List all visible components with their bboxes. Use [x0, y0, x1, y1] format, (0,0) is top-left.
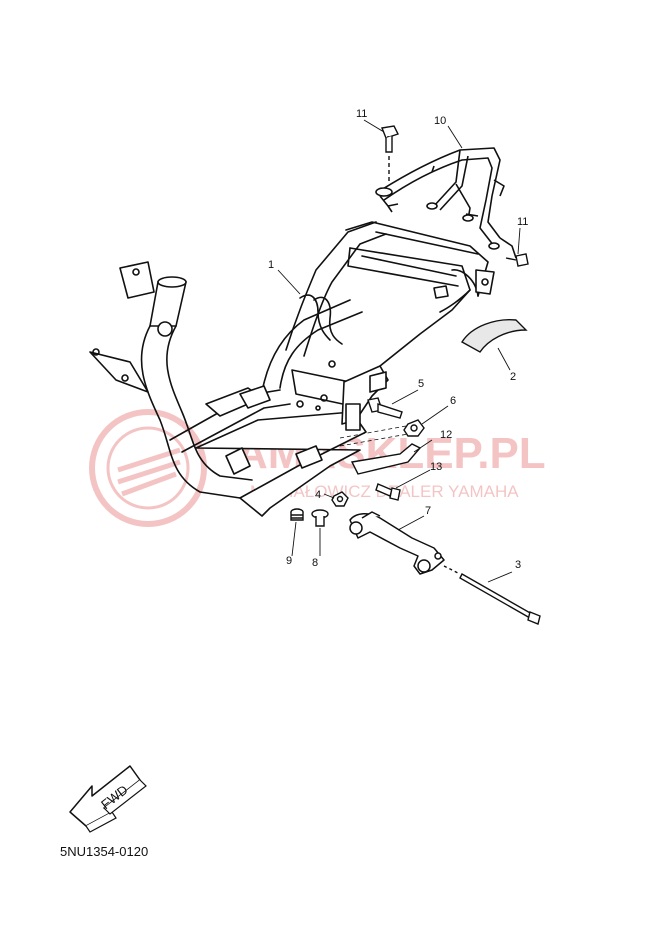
callout-1: 1	[268, 259, 274, 271]
bolt-3	[443, 565, 541, 625]
callout-11-right: 11	[517, 216, 528, 228]
stand-7	[349, 511, 445, 575]
bolt-8	[311, 509, 329, 527]
callout-6: 6	[450, 395, 456, 407]
bolt-11-top	[381, 125, 399, 184]
watermark-logo-inner	[106, 426, 190, 510]
callout-11-top: 11	[356, 108, 367, 120]
callout-10: 10	[434, 115, 446, 127]
callout-12: 12	[440, 429, 452, 441]
diagram-code: 5NU1354-0120	[60, 844, 149, 859]
nut-6	[403, 419, 425, 437]
nut-4	[331, 491, 349, 507]
floor-bracket	[195, 411, 367, 517]
watermark-logo-mark	[117, 447, 181, 497]
callout-3: 3	[515, 559, 521, 571]
callout-2: 2	[510, 371, 516, 383]
pad-2	[461, 319, 528, 353]
rear-carrier	[375, 147, 517, 259]
collar-9	[290, 508, 304, 521]
bolt-5	[367, 397, 403, 419]
bolt-11-right	[505, 253, 529, 267]
leader-lines	[277, 119, 521, 583]
callout-7: 7	[425, 505, 431, 517]
dash-lines-5-6	[339, 425, 409, 447]
steering-head	[149, 281, 187, 327]
fwd-arrow: FWD	[69, 765, 147, 833]
main-frame	[89, 221, 495, 517]
callout-8: 8	[312, 557, 318, 569]
watermark-logo	[89, 409, 207, 527]
callout-13: 13	[430, 461, 442, 473]
callout-4: 4	[315, 489, 321, 501]
callout-9: 9	[286, 555, 292, 567]
bolt-13	[375, 483, 401, 501]
callout-5: 5	[418, 378, 424, 390]
callouts: 1 2 3 4 5 6 7 8 9 10 11 11 12 13	[268, 108, 528, 571]
